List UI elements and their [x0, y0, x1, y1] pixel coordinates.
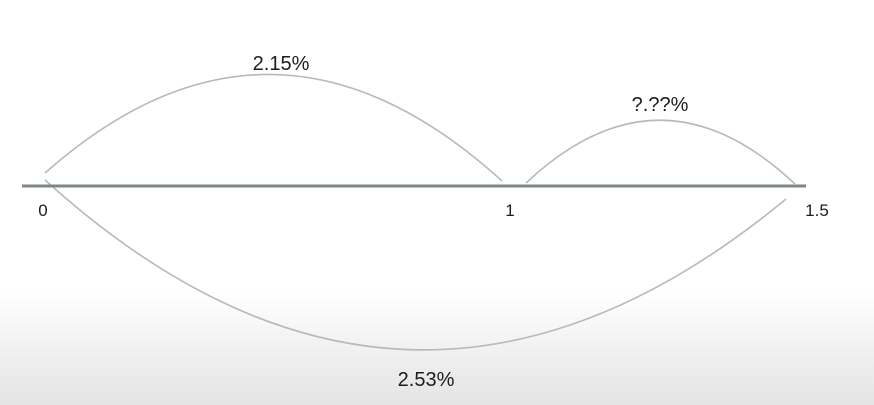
tick-label-1: 1 [505, 201, 514, 220]
rate-label-0-to-1: 2.15% [253, 53, 310, 75]
arc-0-to-1 [44, 73, 503, 182]
tick-label-1.5: 1.5 [805, 201, 829, 220]
tick-label-0: 0 [38, 201, 47, 220]
arc-1-to-1.5 [525, 119, 796, 185]
rate-label-0-to-1.5: 2.53% [398, 369, 455, 391]
rate-label-1-to-1.5: ?.??% [632, 94, 689, 116]
arc-0-to-1.5 [44, 179, 787, 351]
